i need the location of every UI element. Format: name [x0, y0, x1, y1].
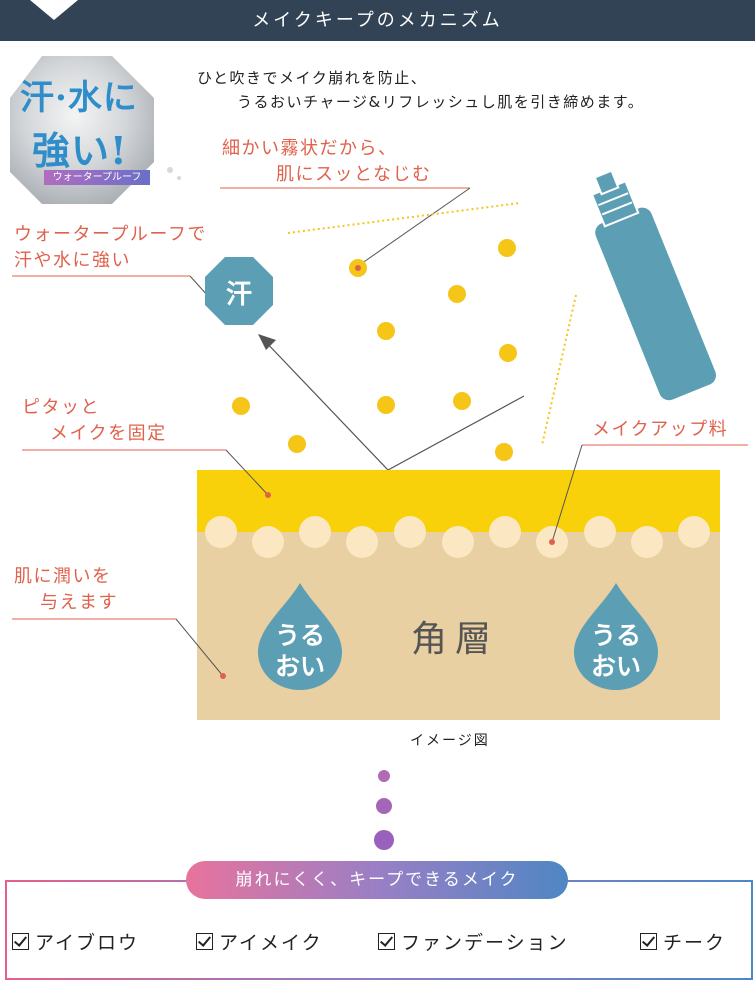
- drop-right-line-2: おい: [591, 652, 641, 681]
- fix-callout-line-1: ピタッと: [22, 397, 100, 418]
- moist-callout-line-2: 与えます: [40, 592, 118, 613]
- check-item-label: アイメイク: [219, 932, 323, 954]
- badge-ribbon: [44, 170, 150, 185]
- image-caption: イメージ図: [410, 733, 490, 749]
- checkbox-icon: [12, 933, 29, 950]
- checkbox-icon: [378, 933, 395, 950]
- sweat-octagon: [205, 257, 273, 325]
- waterproof-callout-line-2: 汗や水に強い: [14, 250, 131, 271]
- drop-left-line-2: おい: [275, 652, 325, 681]
- fix-callout-line-2: メイクを固定: [50, 423, 167, 444]
- mist-callout-line-1: 細かい霧状だから、: [222, 138, 398, 159]
- check-item-label: アイブロウ: [35, 932, 140, 954]
- check-item-eye-makeup: アイメイク: [196, 928, 323, 955]
- header-notch: [30, 0, 78, 20]
- waterproof-badge: [10, 56, 181, 204]
- checkbox-icon: [640, 933, 657, 950]
- badge-ribbon-label: ウォータープルーフ: [52, 172, 142, 183]
- intro-line-2: うるおいチャージ&リフレッシュし肌を引き締めます。: [237, 93, 645, 111]
- page-title: メイクキープのメカニズム: [252, 10, 503, 31]
- mist-dots: [232, 239, 517, 461]
- stratum-label: 角層: [410, 619, 499, 660]
- makeup-callout: メイクアップ料: [592, 419, 729, 440]
- check-item-cheek: チーク: [640, 928, 726, 955]
- check-item-label: ファンデーション: [401, 932, 569, 954]
- mist-callout-line-2: 肌にスッとなじむ: [276, 164, 432, 185]
- check-item-label: チーク: [663, 932, 727, 954]
- connector-dots: [374, 770, 394, 850]
- moisture-drop-left: [258, 583, 342, 690]
- check-item-eyebrow: アイブロウ: [12, 928, 139, 955]
- header-bar: [0, 0, 755, 41]
- badge-line-1: 汗·水に: [20, 78, 138, 118]
- intro-line-1: ひと吹きでメイク崩れを防止、: [197, 69, 428, 87]
- arrow-head: [258, 334, 276, 350]
- checkbox-icon: [196, 933, 213, 950]
- check-item-foundation: ファンデーション: [378, 928, 569, 955]
- keep-pill: 崩れにくく、キープできるメイク: [186, 861, 568, 899]
- moist-callout-line-1: 肌に潤いを: [14, 566, 112, 587]
- drop-right-line-1: うる: [591, 621, 641, 650]
- waterproof-callout-line-1: ウォータープルーフで: [14, 224, 207, 245]
- drop-left-line-1: うる: [275, 621, 325, 650]
- makeup-layer: [197, 470, 720, 532]
- spray-can: [590, 169, 717, 401]
- cell-row: [205, 516, 710, 558]
- sweat-label: 汗: [225, 280, 252, 310]
- moisture-drop-right: [574, 583, 658, 690]
- badge-line-2: 強い!: [32, 128, 128, 173]
